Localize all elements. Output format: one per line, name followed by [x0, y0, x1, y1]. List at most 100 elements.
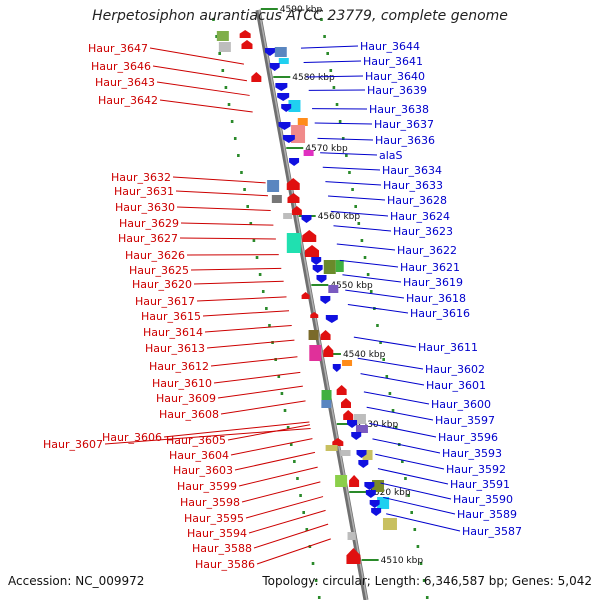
label-leader: [172, 176, 266, 184]
gene-block: [353, 414, 366, 424]
gene-label-left[interactable]: Haur_3594: [187, 527, 247, 540]
gene-label-right[interactable]: Haur_3622: [397, 244, 457, 257]
gene-label-right[interactable]: Haur_3628: [387, 194, 447, 207]
gene-block: [321, 400, 332, 408]
label-leader: [149, 47, 244, 65]
gene-label-right[interactable]: Haur_3633: [383, 179, 443, 192]
label-leader: [339, 259, 399, 268]
gene-block: [321, 390, 332, 400]
tick-label: 4550 kbp: [330, 281, 373, 291]
gene-label-left[interactable]: Haur_3625: [129, 264, 189, 277]
gene-label-left[interactable]: Haur_3627: [118, 232, 178, 245]
gene-label-right[interactable]: Haur_3624: [390, 210, 450, 223]
gene-label-right[interactable]: Haur_3590: [453, 493, 513, 506]
gene-label-left[interactable]: Haur_3603: [173, 464, 233, 477]
reverse-gene-arrow: [282, 135, 295, 143]
gene-label-left[interactable]: Haur_3607: [43, 438, 103, 451]
gene-label-right[interactable]: Haur_3623: [393, 225, 453, 238]
gene-block: [271, 195, 282, 203]
gene-label-right[interactable]: Haur_3589: [457, 508, 517, 521]
gene-block: [286, 233, 301, 253]
gene-label-right[interactable]: Haur_3640: [365, 70, 425, 83]
reverse-gene-arrow: [356, 450, 367, 458]
forward-gene-arrow: [287, 193, 300, 203]
gene-label-right[interactable]: alaS: [379, 149, 403, 162]
gene-label-left[interactable]: Haur_3613: [145, 342, 205, 355]
gene-label-left[interactable]: Haur_3629: [119, 217, 179, 230]
gene-label-left[interactable]: Haur_3612: [149, 360, 209, 373]
gene-block: [278, 58, 289, 64]
gene-label-right[interactable]: Haur_3593: [442, 447, 502, 460]
reverse-gene-arrow: [365, 490, 376, 498]
gene-label-right[interactable]: Haur_3641: [363, 55, 423, 68]
gene-label-left[interactable]: Haur_3642: [98, 94, 158, 107]
gene-label-left[interactable]: Haur_3646: [91, 60, 151, 73]
backbone-axis: [255, 9, 369, 600]
gene-features: [216, 30, 397, 564]
label-leader: [175, 190, 269, 197]
forward-gene-arrow: [323, 345, 334, 357]
forward-gene-arrow: [302, 230, 317, 242]
gene-label-left[interactable]: Haur_3586: [195, 558, 255, 571]
label-leader: [241, 481, 321, 503]
gene-label-right[interactable]: Haur_3591: [450, 478, 510, 491]
gene-label-left[interactable]: Haur_3599: [177, 480, 237, 493]
gene-label-left[interactable]: Haur_3631: [114, 185, 174, 198]
reverse-gene-arrow: [358, 460, 369, 468]
gene-label-left[interactable]: Haur_3614: [143, 326, 203, 339]
label-leader: [303, 60, 362, 64]
gene-label-left[interactable]: Haur_3595: [184, 512, 244, 525]
gene-label-right[interactable]: Haur_3638: [369, 103, 429, 116]
gene-label-right[interactable]: Haur_3596: [438, 431, 498, 444]
gene-label-right[interactable]: Haur_3639: [367, 84, 427, 97]
gene-label-right[interactable]: Haur_3597: [435, 414, 495, 427]
reverse-gene-arrow: [351, 432, 362, 440]
gene-label-left[interactable]: Haur_3588: [192, 542, 252, 555]
gene-label-right[interactable]: Haur_3602: [425, 363, 485, 376]
gene-label-left[interactable]: Haur_3643: [95, 76, 155, 89]
tick-label: 4570 kbp: [305, 144, 348, 154]
gene-label-right[interactable]: Haur_3621: [400, 261, 460, 274]
label-leader: [369, 423, 437, 438]
gene-label-left[interactable]: Haur_3604: [169, 449, 229, 462]
gene-label-right[interactable]: Haur_3619: [403, 276, 463, 289]
gene-label-right[interactable]: Haur_3636: [375, 134, 435, 147]
gene-label-left[interactable]: Haur_3608: [159, 408, 219, 421]
gene-label-right[interactable]: Haur_3600: [431, 398, 491, 411]
label-leader: [234, 451, 316, 471]
gene-label-left[interactable]: Haur_3617: [135, 295, 195, 308]
label-leader: [377, 468, 449, 485]
gene-label-left[interactable]: Haur_3620: [132, 278, 192, 291]
forward-gene-arrow: [341, 398, 352, 408]
gene-label-right[interactable]: Haur_3601: [426, 379, 486, 392]
gene-label-right[interactable]: Haur_3634: [382, 164, 442, 177]
forward-gene-arrow: [291, 206, 302, 215]
gene-label-right[interactable]: Haur_3618: [406, 292, 466, 305]
forward-gene-arrow: [310, 312, 319, 318]
gene-label-left[interactable]: Haur_3632: [111, 171, 171, 184]
gene-label-right[interactable]: Haur_3637: [374, 118, 434, 131]
label-leader: [163, 421, 310, 438]
gene-label-left[interactable]: Haur_3647: [88, 42, 148, 55]
label-leader: [256, 538, 331, 565]
gene-label-right[interactable]: Haur_3616: [410, 307, 470, 320]
gene-label-right[interactable]: Haur_3592: [446, 463, 506, 476]
label-leader: [345, 289, 405, 299]
gene-label-left[interactable]: Haur_3610: [152, 377, 212, 390]
gene-label-left[interactable]: Haur_3605: [166, 434, 226, 447]
gene-label-left[interactable]: Haur_3630: [115, 201, 175, 214]
gene-block: [340, 450, 351, 456]
gene-label-left[interactable]: Haur_3626: [125, 249, 185, 262]
label-leader: [366, 406, 434, 421]
label-leader: [336, 243, 396, 251]
gene-label-left[interactable]: Haur_3598: [180, 496, 240, 509]
gene-label-left[interactable]: Haur_3609: [156, 392, 216, 405]
gene-label-left[interactable]: Haur_3615: [141, 310, 201, 323]
gene-label-right[interactable]: Haur_3611: [418, 341, 478, 354]
forward-gene-arrow: [336, 385, 347, 395]
gene-label-right[interactable]: Haur_3587: [462, 525, 522, 538]
reverse-gene-arrow: [332, 364, 341, 372]
gene-block: [309, 345, 322, 361]
label-leader: [180, 222, 274, 226]
gene-label-right[interactable]: Haur_3644: [360, 40, 420, 53]
